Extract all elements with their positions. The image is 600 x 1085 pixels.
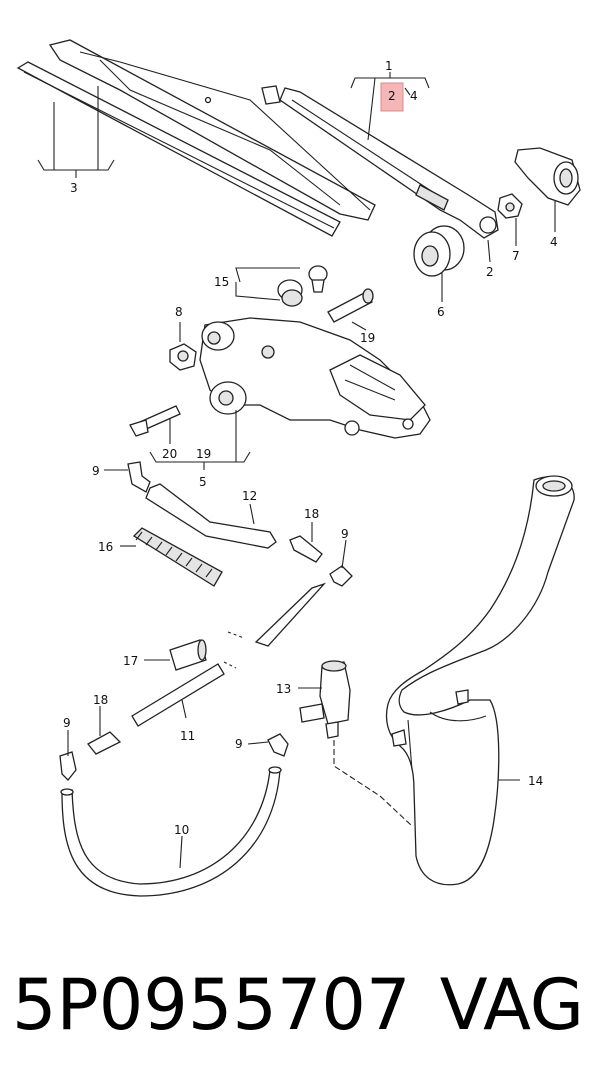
washer-pump[interactable] <box>299 660 351 739</box>
callout-18b: 18 <box>93 693 108 707</box>
callout-highlight <box>380 82 404 112</box>
callout-20: 20 <box>162 447 177 461</box>
straight-connector-upper[interactable] <box>289 535 323 563</box>
part-number: 5P0955707 <box>12 964 411 1046</box>
hose-10[interactable] <box>60 766 282 897</box>
rubber-buffers[interactable] <box>277 265 328 307</box>
arm-nut[interactable] <box>497 193 523 219</box>
callout-4b: 4 <box>550 235 558 249</box>
callout-12: 12 <box>242 489 257 503</box>
angle-connector-right[interactable] <box>329 565 353 587</box>
wiper-motor[interactable] <box>199 317 431 439</box>
callout-1: 1 <box>385 59 393 73</box>
callout-14: 14 <box>528 774 543 788</box>
callout-6: 6 <box>437 305 445 319</box>
hose-upper[interactable] <box>145 483 277 549</box>
callout-3: 3 <box>70 181 78 195</box>
callout-2b: 2 <box>486 265 494 279</box>
angle-connector-lower-left[interactable] <box>59 751 77 781</box>
washer-reservoir[interactable] <box>385 475 575 886</box>
straight-connector-lower[interactable] <box>87 731 122 755</box>
spring-sleeve[interactable] <box>132 527 223 587</box>
callout-13: 13 <box>276 682 291 696</box>
callout-7: 7 <box>512 249 520 263</box>
callout-17: 17 <box>123 654 138 668</box>
leader-lines <box>37 72 556 869</box>
callout-5: 5 <box>199 475 207 489</box>
parts-exploded-diagram: 1 2 4 3 2 7 4 6 15 8 19 20 19 5 9 12 18 … <box>16 39 581 897</box>
brand-name: VAG <box>439 964 584 1046</box>
callout-19a: 19 <box>360 331 375 345</box>
callout-numbers: 1 2 4 3 2 7 4 6 15 8 19 20 19 5 9 12 18 … <box>63 59 558 837</box>
angle-connector-lower-right[interactable] <box>267 733 289 757</box>
callout-2: 2 <box>388 89 396 103</box>
seal-grommet[interactable] <box>413 225 465 277</box>
angle-connector-top[interactable] <box>127 461 151 493</box>
hose-11[interactable] <box>131 663 225 727</box>
callout-11: 11 <box>180 729 195 743</box>
connector-17[interactable] <box>169 639 207 671</box>
callout-19b: 19 <box>196 447 211 461</box>
motor-nut[interactable] <box>169 343 197 371</box>
arm-cap[interactable] <box>514 147 581 206</box>
callout-9b: 9 <box>341 527 349 541</box>
mounting-bolt[interactable] <box>129 405 181 437</box>
spindle[interactable] <box>327 288 374 323</box>
callout-9d: 9 <box>235 737 243 751</box>
callout-9c: 9 <box>63 716 71 730</box>
callout-9a: 9 <box>92 464 100 478</box>
hose-middle[interactable] <box>223 582 327 669</box>
callout-4a: 4 <box>410 89 418 103</box>
wiper-blade[interactable] <box>16 39 376 237</box>
wiper-arm[interactable] <box>279 87 499 239</box>
callout-18a: 18 <box>304 507 319 521</box>
callout-15: 15 <box>214 275 229 289</box>
callout-16: 16 <box>98 540 113 554</box>
callout-10: 10 <box>174 823 189 837</box>
callout-8: 8 <box>175 305 183 319</box>
caption: 5P0955707 VAG <box>0 945 600 1065</box>
